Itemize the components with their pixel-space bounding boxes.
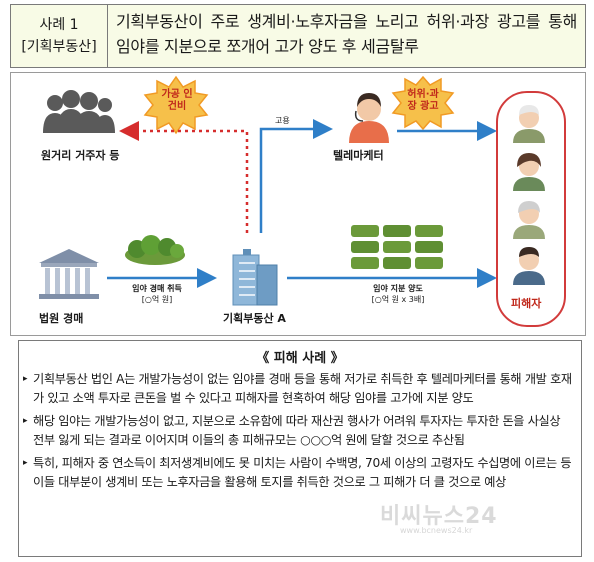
remote-owner-label: 원거리 거주자 등 bbox=[41, 149, 120, 162]
transfer-amount: [○억 원 x 3배] bbox=[371, 295, 425, 304]
damage-cases-box: 《 피해 사례 》 ▸ 기획부동산 법인 A는 개발가능성이 없는 임야를 경매… bbox=[18, 340, 582, 557]
victim-label: 피해자 bbox=[511, 297, 542, 310]
telemarketer-label: 텔레마케터 bbox=[333, 149, 384, 162]
fake-wage-burst-icon bbox=[143, 75, 209, 135]
forest-icon bbox=[125, 235, 185, 265]
acquire-label: 임야 경매 취득 bbox=[132, 284, 182, 293]
damage-bullet: ▸ 특히, 피해자 중 연소득이 최저생계비에도 못 미치는 사람이 수백명, … bbox=[19, 454, 581, 492]
fake-wage-burst-label: 가공 인건비 bbox=[161, 89, 193, 112]
bullet-marker-icon: ▸ bbox=[23, 416, 28, 426]
telemarketer-icon bbox=[349, 93, 389, 143]
case-tag: [기획부동산] bbox=[21, 39, 97, 55]
hire-arrow bbox=[259, 119, 333, 233]
acquire-caption: 임야 경매 취득 [○억 원] bbox=[119, 283, 195, 305]
company-label: 기획부동산 A bbox=[223, 312, 286, 325]
people-group-icon bbox=[43, 90, 115, 133]
scheme-diagram: 원거리 거주자 등 가공 인건비 고용 텔레마케터 허위·과장 광고 법원 경매… bbox=[10, 72, 586, 336]
bullet-marker-icon: ▸ bbox=[23, 374, 28, 384]
damage-bullet: ▸ 해당 임야는 개발가능성이 없고, 지분으로 소유함에 따라 재산권 행사가… bbox=[19, 412, 581, 450]
transfer-caption: 임야 지분 양도 [○억 원 x 3배] bbox=[351, 283, 445, 305]
court-building-icon bbox=[39, 249, 99, 299]
victim-c-icon bbox=[513, 201, 545, 239]
case-number: 사례 1 bbox=[39, 17, 79, 33]
court-label: 법원 경매 bbox=[39, 312, 84, 325]
damage-bullet-text: 특히, 피해자 중 연소득이 최저생계비에도 못 미치는 사람이 수백명, 70… bbox=[33, 456, 572, 489]
transfer-label: 임야 지분 양도 bbox=[373, 284, 423, 293]
watermark: 비씨뉴스24 bbox=[380, 504, 498, 529]
forest-plots-icon bbox=[351, 225, 443, 269]
case-title: 기획부동산이 주로 생계비·노후자금을 노리고 허위·과장 광고를 통해 임야를… bbox=[116, 12, 577, 56]
damage-bullet-text: 기획부동산 법인 A는 개발가능성이 없는 임야를 경매 등을 통해 저가로 취… bbox=[33, 372, 572, 405]
damage-bullet: ▸ 기획부동산 법인 A는 개발가능성이 없는 임야를 경매 등을 통해 저가로… bbox=[19, 370, 581, 408]
hire-label: 고용 bbox=[275, 116, 290, 125]
ad-burst-label: 허위·과장 광고 bbox=[407, 89, 439, 112]
case-header: 사례 1 [기획부동산] 기획부동산이 주로 생계비·노후자금을 노리고 허위·… bbox=[10, 4, 586, 68]
acquire-amount: [○억 원] bbox=[141, 295, 173, 304]
company-building-icon bbox=[232, 249, 278, 306]
victims-layer bbox=[513, 105, 545, 285]
damage-title: 《 피해 사례 》 bbox=[256, 351, 344, 366]
case-label-cell: 사례 1 [기획부동산] bbox=[11, 5, 108, 67]
watermark-url: www.bcnews24.kr bbox=[400, 526, 473, 535]
victim-b-icon bbox=[513, 153, 545, 191]
bullet-marker-icon: ▸ bbox=[23, 458, 28, 468]
false-ad-burst-icon bbox=[391, 75, 455, 131]
victim-a-icon bbox=[513, 105, 545, 143]
victim-d-icon bbox=[513, 247, 545, 285]
damage-bullet-text: 해당 임야는 개발가능성이 없고, 지분으로 소유함에 따라 재산권 행사가 어… bbox=[33, 414, 561, 447]
